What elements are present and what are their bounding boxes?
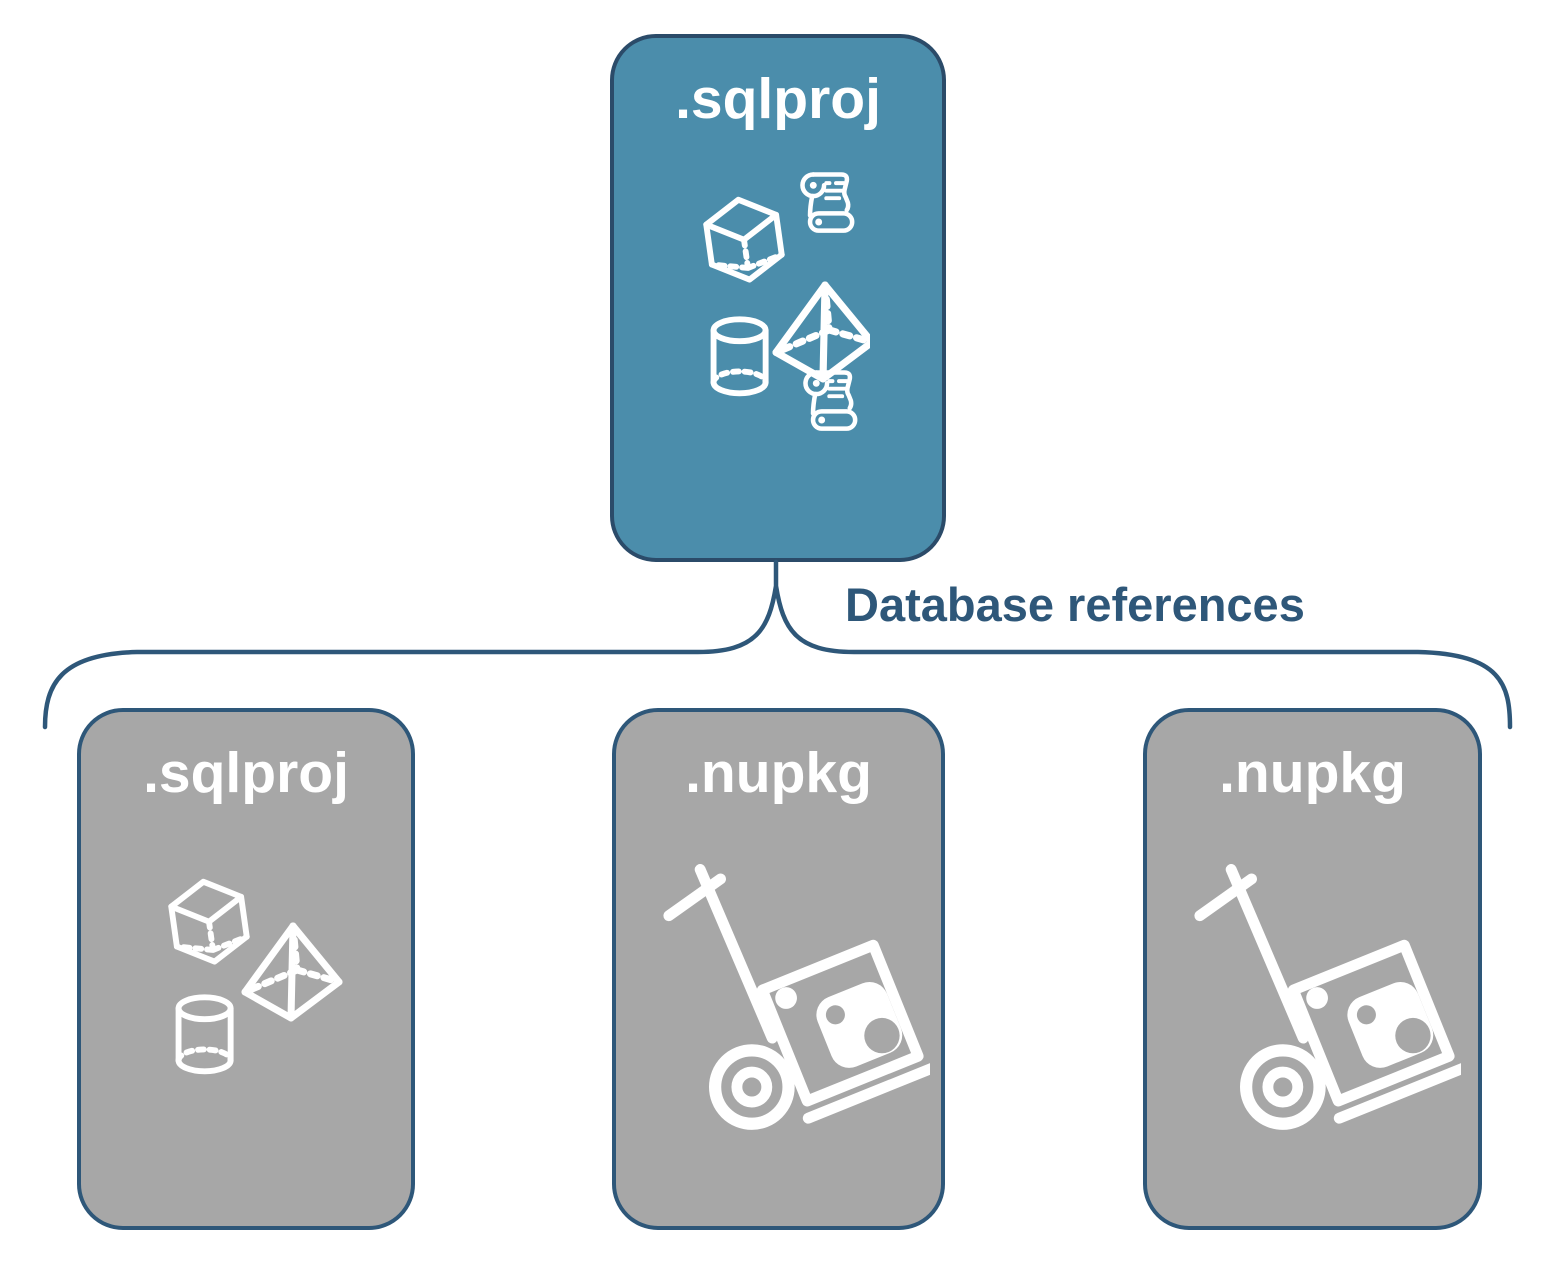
- cube-icon: [168, 878, 250, 965]
- handtruck-wheel: [1240, 1044, 1326, 1130]
- root-node-sqlproj: .sqlproj: [610, 34, 946, 562]
- sql-objects-icon: [168, 878, 343, 1075]
- child-node-title: .nupkg: [685, 741, 872, 805]
- handtruck-plate: [1333, 1055, 1461, 1124]
- handtruck-wheel: [709, 1044, 795, 1130]
- child-node-title: .sqlproj: [143, 741, 349, 805]
- package-box: [756, 939, 924, 1107]
- handtruck-plate: [802, 1055, 930, 1124]
- child-node-nupkg-1: .nupkg: [612, 708, 945, 1230]
- nuget-dolly-icon: [1194, 864, 1461, 1130]
- child-node-nupkg-2: .nupkg: [1143, 708, 1482, 1230]
- cylinder-icon: [175, 994, 234, 1075]
- package-box: [1287, 939, 1455, 1107]
- handtruck-handle: [694, 864, 778, 1044]
- root-node-title: .sqlproj: [675, 67, 881, 131]
- child-node-sqlproj: .sqlproj: [77, 708, 415, 1230]
- sql-objects-and-scripts-icon: [703, 172, 870, 431]
- scroll-icon: [800, 172, 855, 233]
- cube-icon: [703, 196, 785, 283]
- handtruck-hub: [1262, 1066, 1304, 1108]
- edge-label: Database references: [845, 578, 1305, 631]
- nuget-dolly-icon: [663, 864, 930, 1130]
- handtruck-handle: [1225, 864, 1309, 1044]
- handtruck-grip: [663, 873, 726, 922]
- pyramid-icon: [772, 281, 870, 383]
- child-node-title: .nupkg: [1219, 741, 1406, 805]
- handtruck-grip: [1194, 873, 1257, 922]
- handtruck-hub: [731, 1066, 773, 1108]
- pyramid-icon: [241, 922, 343, 1022]
- scroll-icon: [803, 370, 858, 431]
- cylinder-icon: [710, 316, 769, 397]
